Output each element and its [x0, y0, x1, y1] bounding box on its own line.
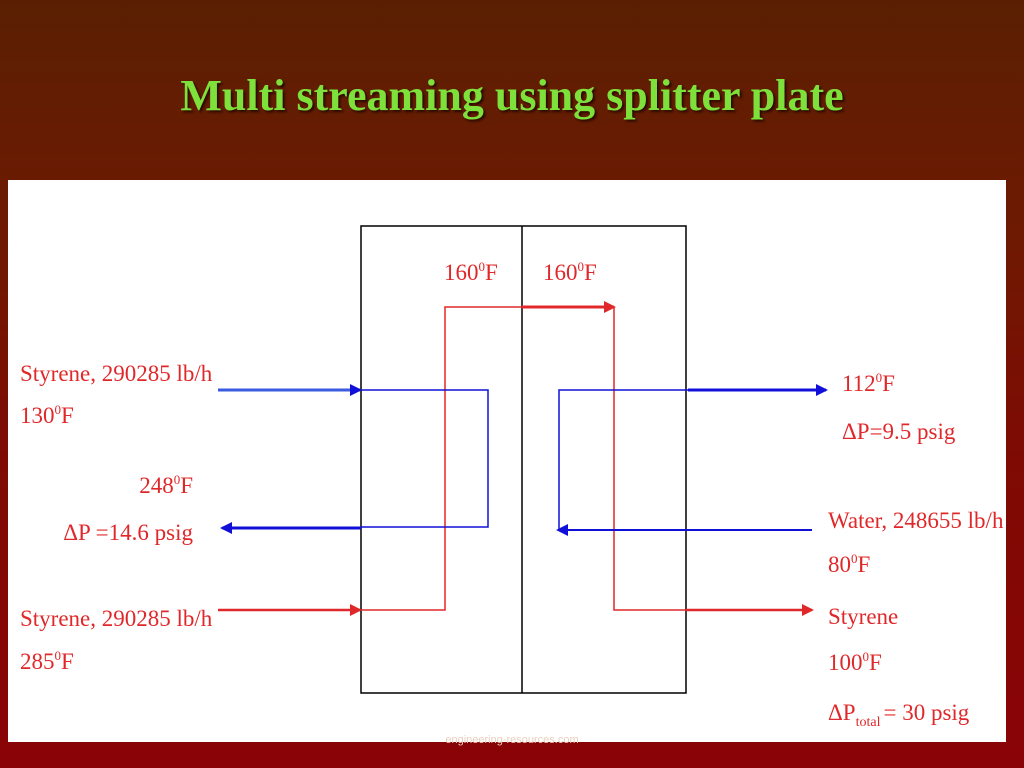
water-inlet-temp: 800F: [828, 551, 870, 577]
styrene-descent-path: [613, 307, 686, 611]
exchanger-shell: [360, 225, 687, 694]
slide-title: Multi streaming using splitter plate: [180, 71, 844, 120]
styrene-flow-path: [361, 306, 604, 611]
water-inlet-label: Water, 248655 lb/h: [828, 508, 1004, 533]
styrene-left-loop: [361, 389, 489, 528]
styrene-bottom-inlet-temp: 2850F: [20, 648, 74, 674]
styrene-right-temp: 1000F: [828, 649, 882, 675]
top-temp-right-label: 1600F: [543, 259, 597, 285]
water-right-loop: [558, 389, 688, 530]
footer-source: engineering-resources.com: [445, 734, 579, 746]
styrene-right-dp: ΔPtotal= 30 psig: [828, 700, 970, 730]
styrene-bottom-inlet-label: Styrene, 290285 lb/h: [20, 606, 213, 631]
splitter-plate-diagram: 1600F 1600F Styrene, 290285 lb/h 1300F 2…: [20, 225, 1004, 730]
styrene-outlet-dp: ΔP =14.6 psig: [63, 520, 193, 545]
diagram-panel: 1600F 1600F Styrene, 290285 lb/h 1300F 2…: [8, 180, 1006, 742]
styrene-right-label: Styrene: [828, 604, 898, 629]
styrene-top-inlet-temp: 1300F: [20, 402, 74, 428]
styrene-top-inlet-label: Styrene, 290285 lb/h: [20, 361, 213, 386]
water-outlet-temp: 1120F: [842, 370, 895, 396]
styrene-outlet-temp: 2480F: [139, 472, 193, 498]
water-outlet-dp: ΔP=9.5 psig: [842, 419, 956, 444]
top-temp-left-label: 1600F: [444, 259, 498, 285]
